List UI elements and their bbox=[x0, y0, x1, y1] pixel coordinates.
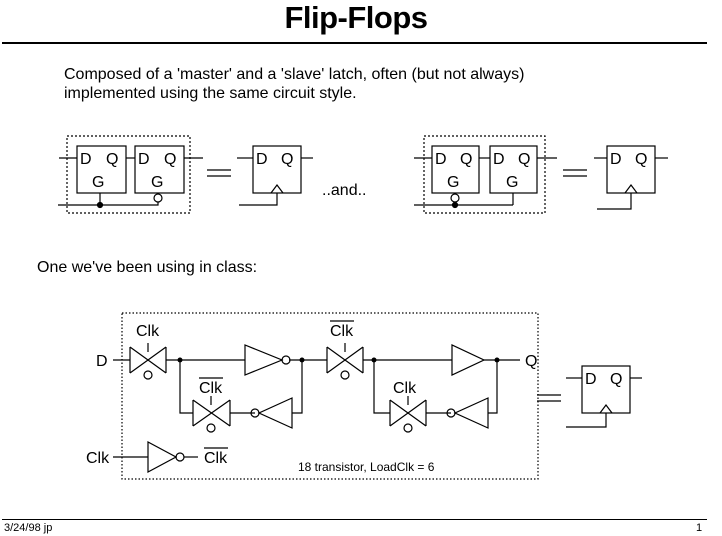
inverter-4 bbox=[453, 397, 489, 429]
ff2-master-d-label: D bbox=[435, 151, 447, 168]
slave-feedback-left-wire bbox=[373, 360, 390, 414]
ff2-slave-d-label: D bbox=[493, 151, 505, 168]
inverter-2-bubble bbox=[250, 408, 260, 418]
master-feedback-left-wire bbox=[179, 360, 193, 414]
ff-symbol-1-clock-wire bbox=[239, 193, 278, 206]
ff2-clock-junction bbox=[451, 201, 459, 209]
tg4-transmission-gate bbox=[389, 399, 427, 427]
ff2-master-q-label: Q bbox=[460, 151, 472, 168]
slide-title: Flip-Flops bbox=[284, 0, 428, 35]
inverter-1-bubble bbox=[281, 355, 291, 365]
inverter-1 bbox=[244, 344, 284, 376]
ff-symbol-2-clock-triangle bbox=[624, 184, 638, 194]
slave-input-junction bbox=[371, 357, 377, 363]
ff2-slave-g-label: G bbox=[506, 174, 518, 191]
ff2-slave-q-label: Q bbox=[518, 151, 530, 168]
clk-bar-output-label: Clk bbox=[204, 450, 228, 467]
ff-symbol-1-clock-triangle bbox=[270, 184, 284, 194]
footer-rule bbox=[2, 519, 707, 520]
tg2-transmission-gate bbox=[192, 399, 231, 427]
inverter-4-bubble bbox=[446, 408, 456, 418]
ff2-master-clock-bubble bbox=[450, 193, 460, 203]
footer-page-number: 1 bbox=[696, 522, 703, 534]
tg1-transmission-gate bbox=[129, 346, 167, 374]
tg3-bottom-bubble bbox=[340, 370, 350, 380]
ff-symbol-3-q-label: Q bbox=[610, 371, 622, 388]
ff2-master-g-label: G bbox=[447, 174, 459, 191]
clock-inverter bbox=[147, 440, 178, 474]
ff-symbol-1-q-label: Q bbox=[281, 151, 293, 168]
ff1-master-q-label: Q bbox=[106, 151, 118, 168]
tg1-clk-label: Clk bbox=[136, 323, 160, 340]
tg2-clk-bar-label: Clk bbox=[199, 380, 223, 397]
class-heading: One we've been using in class: bbox=[37, 259, 258, 276]
transistor-note: 18 transistor, LoadClk = 6 bbox=[298, 460, 435, 474]
ff1-clock-junction bbox=[96, 201, 104, 209]
tg2-bottom-bubble bbox=[206, 423, 216, 433]
ff1-slave-latch bbox=[134, 145, 185, 194]
inverter-3 bbox=[451, 344, 486, 376]
ff1-clock-wire bbox=[58, 202, 159, 206]
tg4-clk-label: Clk bbox=[393, 380, 417, 397]
ff1-master-latch bbox=[76, 145, 127, 194]
ff1-master-d-label: D bbox=[80, 151, 92, 168]
circuit-d-label: D bbox=[96, 353, 108, 370]
ff-symbol-3-clock-triangle bbox=[599, 404, 613, 414]
ff-symbol-2-clock-wire bbox=[597, 193, 632, 210]
tg4-bottom-bubble bbox=[403, 423, 413, 433]
intro-text-line-1: Composed of a 'master' and a 'slave' lat… bbox=[64, 66, 525, 83]
ff1-slave-g-label: G bbox=[151, 174, 163, 191]
ff1-dotted-boundary bbox=[66, 135, 191, 214]
ff-symbol-2-q-label: Q bbox=[635, 151, 647, 168]
tg3-transmission-gate bbox=[326, 346, 364, 374]
circuit-q-label: Q bbox=[525, 353, 537, 370]
ff2-dotted-boundary bbox=[423, 135, 546, 214]
ff1-slave-d-label: D bbox=[138, 151, 150, 168]
inverter-2 bbox=[257, 397, 293, 429]
title-underline bbox=[2, 42, 707, 44]
master-feedback-right-wire bbox=[292, 360, 303, 414]
and-text: ..and.. bbox=[322, 182, 366, 199]
ff-symbol-3-d-label: D bbox=[585, 371, 597, 388]
slave-feedback-right-wire bbox=[488, 360, 498, 414]
master-output-junction bbox=[299, 357, 305, 363]
clk-input-label: Clk bbox=[86, 450, 110, 467]
slave-output-junction bbox=[494, 357, 500, 363]
circuit-dotted-boundary bbox=[121, 312, 539, 480]
ff1-slave-clock-bubble bbox=[153, 193, 163, 203]
intro-text-line-2: implemented using the same circuit style… bbox=[64, 85, 357, 102]
ff-symbol-2-d-label: D bbox=[610, 151, 622, 168]
tg1-bottom-bubble bbox=[143, 370, 153, 380]
master-input-junction bbox=[177, 357, 183, 363]
ff-symbol-3-clock-wire bbox=[566, 413, 607, 428]
ff1-slave-q-label: Q bbox=[164, 151, 176, 168]
ff-symbol-1-d-label: D bbox=[256, 151, 268, 168]
footer-date: 3/24/98 jp bbox=[4, 522, 53, 534]
tg3-clk-bar-label: Clk bbox=[330, 323, 354, 340]
ff1-master-g-label: G bbox=[92, 174, 104, 191]
